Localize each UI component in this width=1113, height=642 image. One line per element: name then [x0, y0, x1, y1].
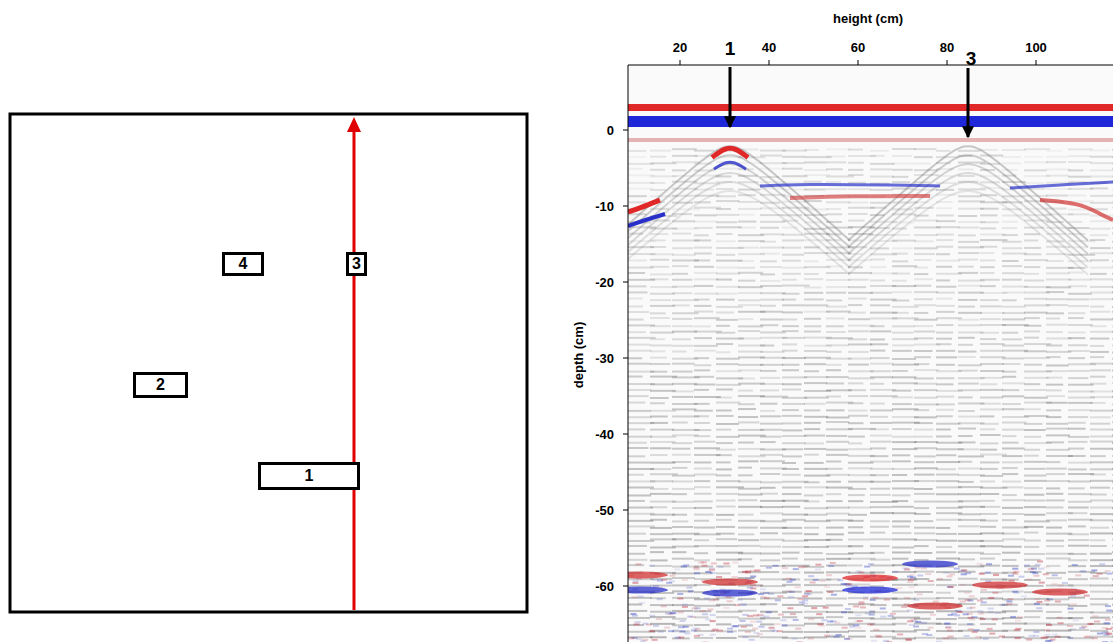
tick-label: -60: [595, 580, 614, 593]
tick: [623, 282, 628, 283]
target-box: 3: [346, 252, 367, 276]
box-number: 4: [239, 256, 248, 272]
radargram: [628, 65, 1113, 642]
tick-label: 40: [762, 41, 776, 54]
tick-label: -40: [595, 428, 614, 441]
callout-arrow: [729, 67, 732, 127]
tick-label: -50: [595, 504, 614, 517]
tick-label: 60: [851, 41, 865, 54]
tick-label: 0: [607, 124, 614, 137]
tick: [623, 358, 628, 359]
tick: [623, 434, 628, 435]
callout-arrow: [967, 68, 970, 137]
callout-number: 3: [966, 49, 977, 68]
scan-line: [353, 128, 356, 610]
target-box: 1: [258, 462, 360, 490]
axis-title: depth (cm): [572, 322, 585, 388]
box-number: 3: [352, 256, 361, 272]
tick-label: 80: [940, 41, 954, 54]
survey-area: [10, 114, 527, 612]
tick: [680, 60, 681, 65]
axis-title: height (cm): [833, 12, 903, 25]
tick-label: -20: [595, 276, 614, 289]
tick-label: -10: [595, 200, 614, 213]
tick: [623, 206, 628, 207]
target-box: 2: [133, 372, 188, 398]
tick: [623, 586, 628, 587]
tick: [858, 60, 859, 65]
box-number: 2: [156, 377, 165, 393]
tick-label: -30: [595, 352, 614, 365]
box-number: 1: [305, 468, 314, 484]
tick-label: 20: [673, 41, 687, 54]
scan-arrowhead: [347, 117, 361, 132]
axis: [628, 65, 1113, 66]
tick: [623, 510, 628, 511]
tick: [769, 60, 770, 65]
axis: [628, 65, 629, 642]
target-box: 4: [222, 252, 264, 276]
callout-number: 1: [725, 39, 736, 58]
tick: [947, 60, 948, 65]
tick-label: 100: [1025, 41, 1047, 54]
tick: [623, 130, 628, 131]
tick: [1036, 60, 1037, 65]
